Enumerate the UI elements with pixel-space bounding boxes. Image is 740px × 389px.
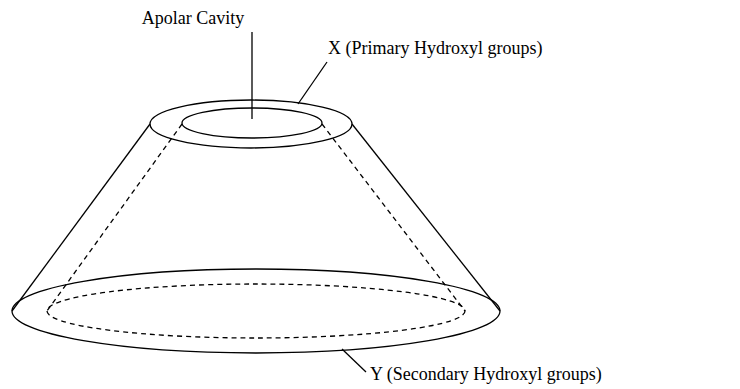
- cavity-wall: [322, 124, 465, 311]
- leader-line: [298, 62, 327, 104]
- secondary-rim: [12, 269, 500, 353]
- cone-wall: [352, 124, 500, 311]
- cavity-wall: [47, 124, 182, 311]
- cavity-label: Apolar Cavity: [142, 8, 244, 29]
- leader-line: [342, 349, 366, 372]
- cone-wall: [12, 124, 150, 311]
- rim-label: X (Primary Hydroxyl groups): [328, 38, 542, 59]
- primary-rim: [150, 100, 352, 148]
- cavity-bottom: [47, 284, 465, 338]
- rim-label: Y (Secondary Hydroxyl groups): [370, 364, 602, 385]
- leader-line: [251, 32, 252, 119]
